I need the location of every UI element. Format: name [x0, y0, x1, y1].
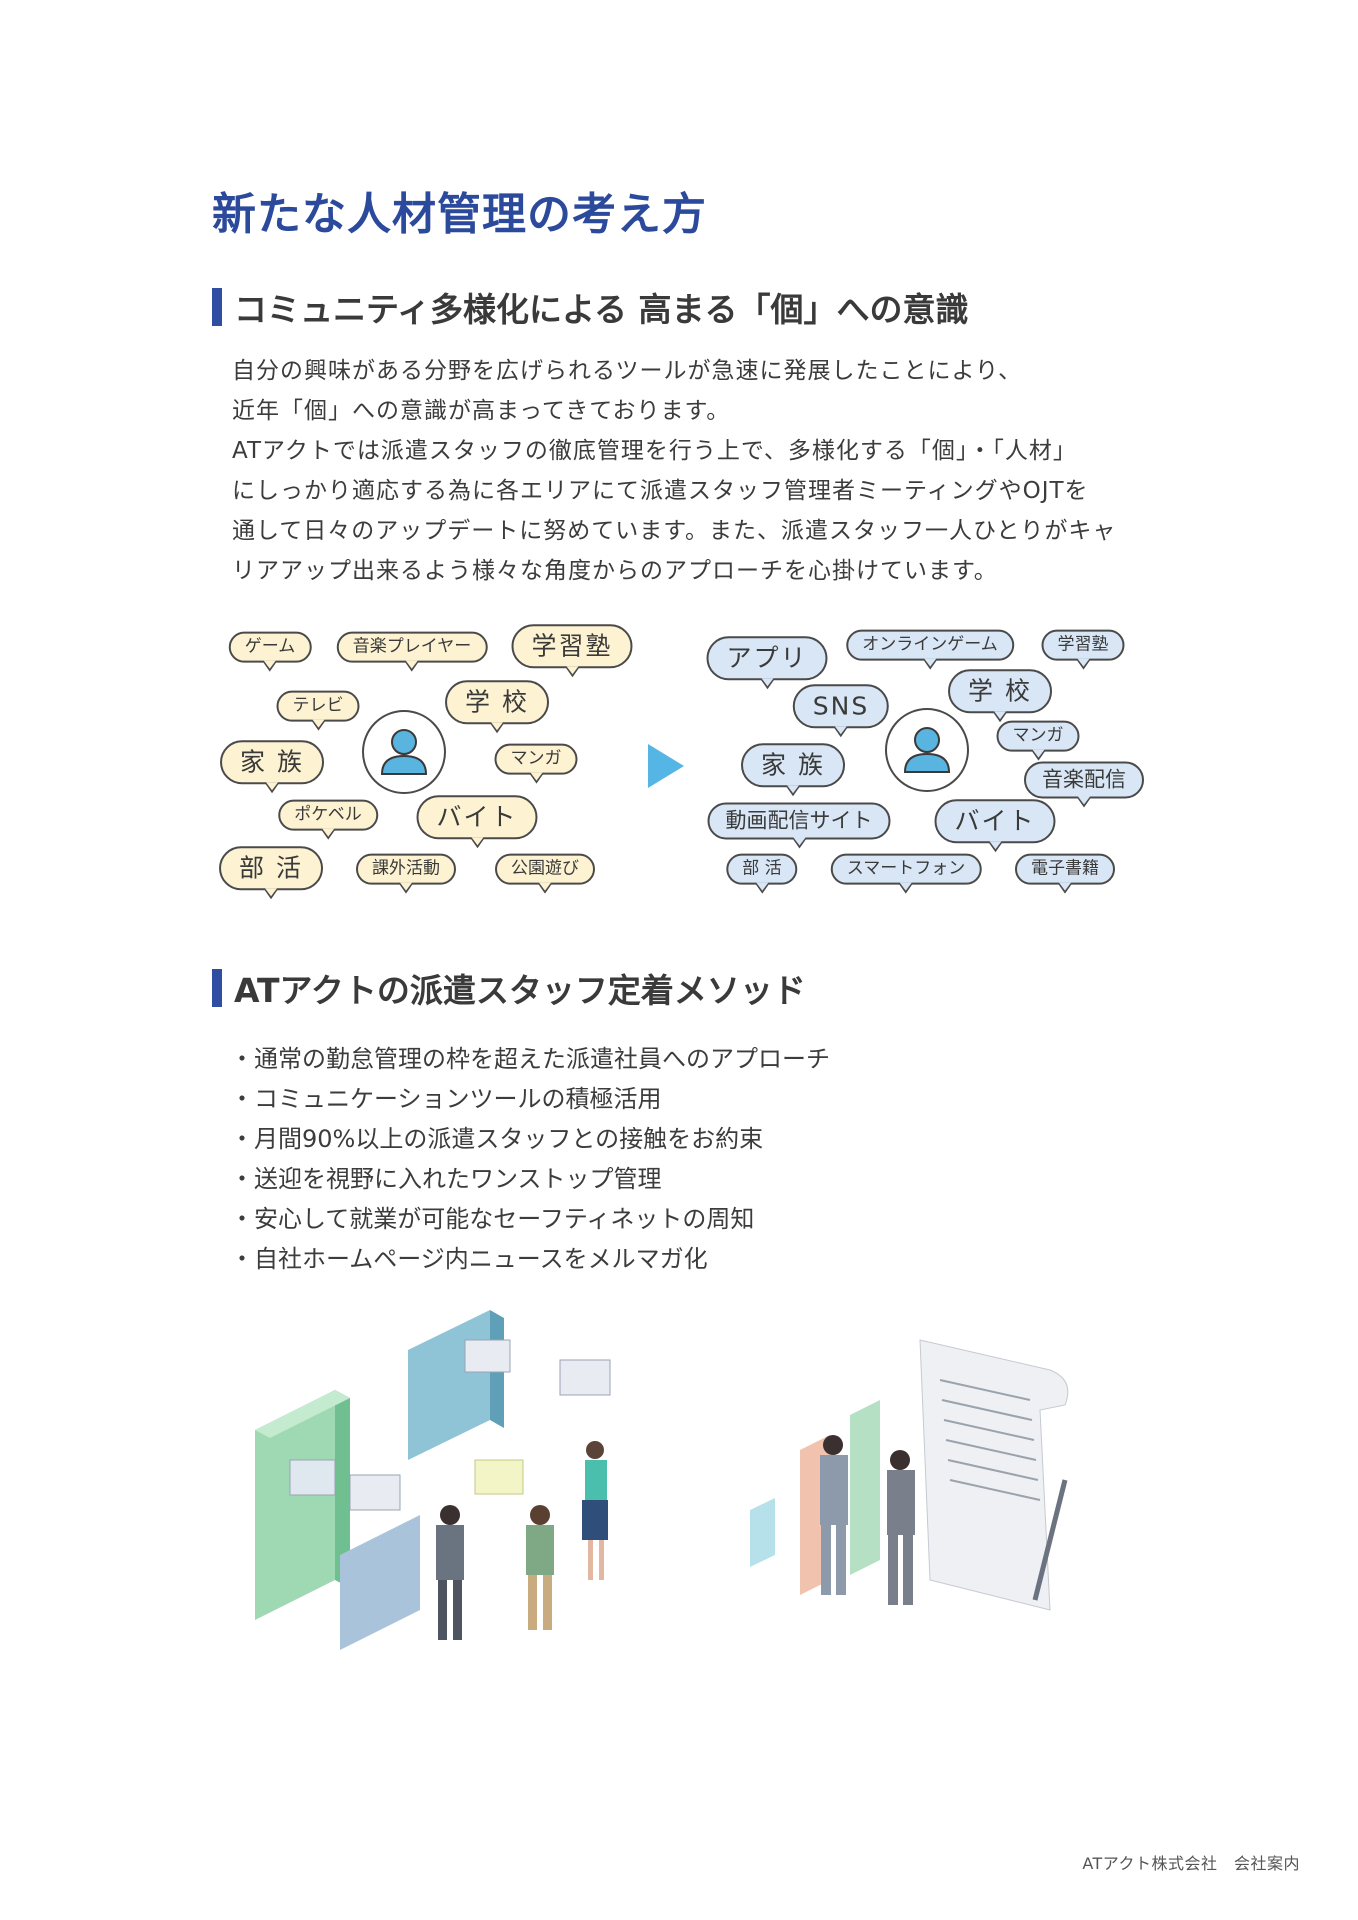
bubble-tv: テレビ	[276, 690, 360, 722]
footer: ATアクト株式会社 会社案内	[1082, 1854, 1300, 1873]
bubble-online-game: オンラインゲーム	[846, 629, 1014, 661]
avatar	[362, 710, 446, 794]
intro-line: 近年「個」への意識が高まってきております。	[232, 398, 731, 424]
list-item: ・自社ホームページ内ニュースをメルマガ化	[230, 1245, 708, 1273]
bubble-game: ゲーム	[228, 631, 312, 663]
intro-line: にしっかり適応する為に各エリアにて派遣スタッフ管理者ミーティングやOJTを	[232, 478, 1089, 504]
bubble-school: 学 校	[445, 680, 549, 724]
person-icon	[903, 727, 951, 773]
list-item: ・送迎を視野に入れたワンストップ管理	[230, 1165, 662, 1193]
person-icon	[380, 729, 428, 775]
bubble-manga-2: マンガ	[996, 720, 1080, 752]
intro-line: ATアクトでは派遣スタッフの徹底管理を行う上で、多様化する「個」・「人材」	[232, 438, 1077, 464]
list-item: ・安心して就業が可能なセーフティネットの周知	[230, 1205, 755, 1233]
heading-bar	[212, 288, 222, 326]
arrow-right-icon	[648, 744, 684, 788]
heading-bar	[212, 969, 222, 1007]
bubble-cram-school-2: 学習塾	[1041, 629, 1125, 661]
bubble-club-2: 部 活	[726, 853, 798, 885]
intro-paragraph: 自分の興味がある分野を広げられるツールが急速に発展したことにより、 近年「個」へ…	[232, 351, 1192, 591]
bubble-family-2: 家 族	[741, 743, 845, 787]
list-item: ・月間90%以上の派遣スタッフとの接触をお約束	[230, 1125, 764, 1153]
intro-line: 通して日々のアップデートに努めています。また、派遣スタッフ一人ひとりがキャ	[232, 518, 1117, 544]
bubble-ebook: 電子書籍	[1015, 853, 1115, 885]
section-heading-community: コミュニティ多様化による 高まる「個」への意識	[212, 287, 969, 329]
section-heading-methods: ATアクトの派遣スタッフ定着メソッド	[212, 968, 806, 1010]
intro-line: 自分の興味がある分野を広げられるツールが急速に発展したことにより、	[232, 358, 1023, 384]
page-title: 新たな人材管理の考え方	[212, 189, 707, 240]
bubble-music-player: 音楽プレイヤー	[336, 631, 488, 663]
list-item: ・通常の勤怠管理の枠を超えた派遣社員へのアプローチ	[230, 1045, 830, 1073]
bubble-part-time-2: バイト	[934, 799, 1056, 843]
list-item: ・コミュニケーションツールの積極活用	[230, 1085, 662, 1113]
bubble-video-site: 動画配信サイト	[707, 802, 891, 840]
intro-line: リアアップ出来るよう様々な角度からのアプローチを心掛けています。	[232, 558, 998, 584]
bubble-manga: マンガ	[494, 743, 578, 775]
bubble-pager: ポケベル	[278, 799, 378, 831]
puzzle-team-illustration	[255, 1310, 611, 1650]
section-heading-text: コミュニティ多様化による 高まる「個」への意識	[234, 290, 969, 329]
bubble-part-time: バイト	[416, 795, 538, 839]
bubble-extracurricular: 課外活動	[356, 853, 456, 885]
section-heading-text: ATアクトの派遣スタッフ定着メソッド	[234, 971, 806, 1010]
handshake-contract-illustration	[750, 1339, 1069, 1611]
bubble-music-streaming: 音楽配信	[1024, 761, 1144, 799]
bubble-sns: SNS	[792, 684, 890, 728]
bubble-cram-school: 学習塾	[511, 624, 633, 668]
bubble-app: アプリ	[706, 636, 828, 680]
bubble-club: 部 活	[219, 846, 323, 890]
avatar	[885, 708, 969, 792]
bubble-smartphone: スマートフォン	[830, 853, 982, 885]
methods-list: ・通常の勤怠管理の枠を超えた派遣社員へのアプローチ ・コミュニケーションツールの…	[230, 1039, 830, 1279]
bubble-park: 公園遊び	[495, 853, 595, 885]
bubble-school-2: 学 校	[948, 669, 1052, 713]
bubble-family: 家 族	[220, 740, 324, 784]
